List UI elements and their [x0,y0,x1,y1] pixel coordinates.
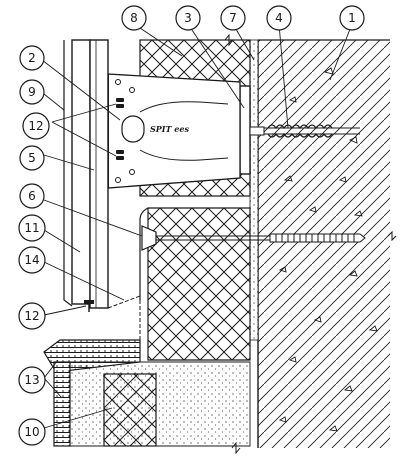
insulation-lower [139,207,251,362]
adhesive-layer-texture [250,40,258,340]
guide-rail [89,39,109,309]
leader-8 [133,23,183,57]
leader-4 [278,23,289,129]
drip-line [107,295,141,309]
bottom-rivet [84,300,94,312]
leader-2 [41,59,121,121]
callout-12-lower-label: 12 [24,309,39,323]
leader-14 [43,261,125,301]
callout-6: 6 [19,183,45,209]
leader-3 [187,23,245,109]
anchor-bolt [249,124,360,138]
concrete-aggregate-marks [278,67,378,432]
leader-6 [43,199,143,237]
leader-5 [43,154,95,171]
callout-2: 2 [19,45,45,71]
callout-5-label: 5 [28,151,36,165]
callout-14-label: 14 [24,253,39,267]
callout-9: 9 [19,79,45,105]
leader-12b [51,121,117,157]
bracket: SPIT ees [107,73,241,189]
callout-12-upper: 12 [22,112,50,140]
leader-12c [43,305,87,316]
bracket-base-plate [239,85,251,175]
cladding-panel [71,39,91,305]
leader-1 [329,23,353,81]
callout-6-label: 6 [28,189,36,203]
leader-9 [43,93,65,111]
callout-13-label: 13 [24,373,39,387]
callout-9-label: 9 [28,85,36,99]
callout-8-label: 8 [130,11,138,25]
callout-10-label: 10 [24,425,39,439]
callout-3: 3 [175,5,201,31]
callout-7: 7 [220,5,246,31]
bracket-slot [121,115,145,143]
callout-3-label: 3 [184,11,192,25]
leader-13a [43,359,59,379]
plinth-face [53,361,71,447]
callout-12-lower: 12 [18,302,46,330]
leader-lines [41,23,353,429]
rivets-upper [116,98,124,108]
cladding-outer-edge [63,40,73,307]
callout-14: 14 [18,246,46,274]
callout-8: 8 [121,5,147,31]
rivets-lower [116,150,124,160]
concrete-wall [257,39,397,448]
bracket-brand-label: SPIT ees [150,124,189,134]
callout-5: 5 [19,145,45,171]
callout-4: 4 [266,5,292,31]
callout-11: 11 [18,214,46,242]
callout-11-label: 11 [24,221,39,235]
leader-12a [51,103,117,123]
plinth [43,339,251,447]
callout-1-label: 1 [348,11,356,25]
callout-13: 13 [18,366,46,394]
plinth-render [69,361,251,447]
base-insulation [103,373,157,447]
callout-12-upper-label: 12 [28,119,43,133]
top-break-mark [224,33,234,47]
bottom-break-mark [231,441,241,455]
callout-1: 1 [339,5,365,31]
callout-4-label: 4 [275,11,283,25]
callout-7-label: 7 [229,11,237,25]
callout-10: 10 [18,418,46,446]
leader-11 [43,229,81,253]
leader-10 [43,407,113,429]
insulation-dowel [141,225,366,251]
leader-13b [43,377,63,399]
callout-2-label: 2 [28,51,36,65]
